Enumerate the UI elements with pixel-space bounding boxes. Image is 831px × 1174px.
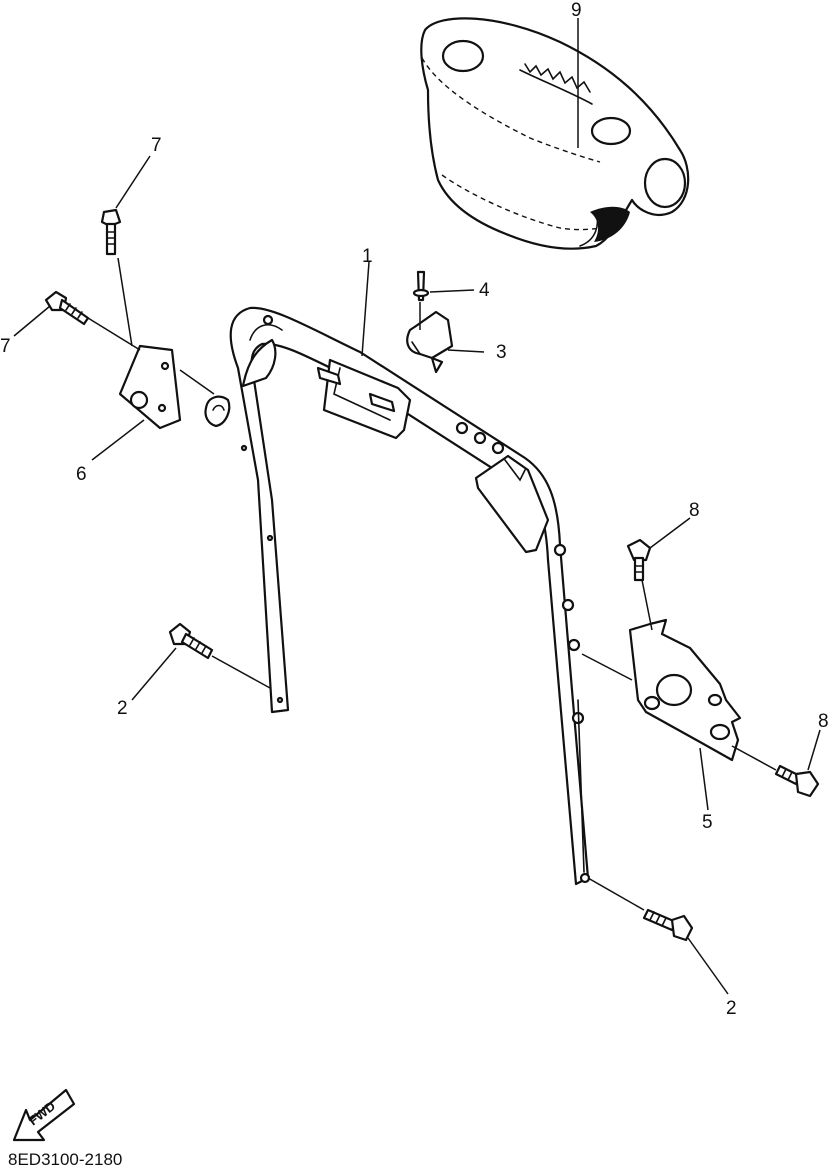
cable-clip <box>406 310 454 374</box>
drawing-code: 8ED3100-2180 <box>8 1150 123 1169</box>
callout-handlebar: 1 <box>362 246 373 267</box>
handlebar-cover <box>420 17 690 250</box>
alignment-lines <box>87 257 777 911</box>
callout-cover: 9 <box>571 0 582 21</box>
right-bracket <box>628 618 742 762</box>
callout-clip: 3 <box>496 342 507 363</box>
bolt-left-7 <box>44 290 90 326</box>
callout-bracket-right: 5 <box>702 812 713 833</box>
fwd-arrow: FWD <box>12 1088 76 1142</box>
callout-bolt-bracket-top: 8 <box>689 500 700 521</box>
bolt-top-7 <box>100 208 122 256</box>
callout-bracket-left: 6 <box>76 464 87 485</box>
callout-bolt-lower-right: 2 <box>726 998 737 1019</box>
callout-rivet: 4 <box>479 280 490 301</box>
handlebar <box>229 306 591 886</box>
callout-bolt-top: 7 <box>151 135 162 156</box>
rivet <box>412 270 430 330</box>
callout-bolt-bracket-right: 8 <box>818 711 829 732</box>
callout-labels: 9 7 7 1 4 3 6 8 2 8 5 2 <box>0 0 829 1019</box>
left-bracket <box>118 344 231 430</box>
callout-bolt-lower-left: 2 <box>117 698 128 719</box>
callout-bolt-left: 7 <box>0 336 11 357</box>
bolt-bracket-top-8 <box>626 538 652 582</box>
bolt-lower-left-2 <box>168 622 214 660</box>
bolt-bracket-right-8 <box>774 764 820 798</box>
leader-lines <box>13 18 821 995</box>
bolt-lower-right-2 <box>642 908 694 942</box>
